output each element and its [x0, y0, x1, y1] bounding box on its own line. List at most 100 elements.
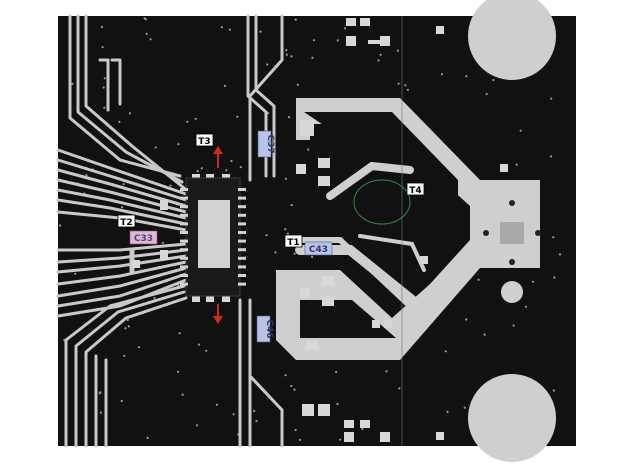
via-dot [463, 406, 466, 409]
tag-t3: T3 [195, 133, 214, 147]
via-dot [483, 333, 486, 336]
via-dot [186, 120, 189, 123]
via-dot [524, 305, 528, 308]
ic-pin [180, 196, 188, 200]
ic-pin [180, 274, 188, 277]
via-dot [440, 73, 443, 76]
via-dot [284, 374, 287, 377]
via-dot [178, 332, 181, 335]
cap-c33: C33 [129, 230, 158, 245]
via-dot [232, 413, 235, 416]
ic-pin [180, 222, 188, 226]
via-dot [266, 63, 269, 66]
via-dot [128, 112, 131, 115]
via-dot [126, 318, 129, 322]
via-dot [215, 403, 219, 406]
via-dot [397, 82, 400, 85]
via-dot [284, 177, 287, 180]
via-dot [552, 236, 555, 239]
tag-t1: T1 [284, 234, 303, 248]
via-dot [265, 234, 268, 237]
right-pad-group [483, 200, 541, 303]
ic-pin [238, 282, 246, 286]
via-dot [492, 78, 495, 82]
via-dot [274, 251, 277, 254]
via-dot [465, 75, 468, 78]
via-dot [137, 346, 140, 349]
via-dot [253, 409, 256, 413]
via-dot [85, 174, 88, 177]
via-dot [285, 49, 288, 52]
ic-pin [180, 213, 188, 217]
tag-t2-text: T2 [120, 218, 132, 228]
ic-pin [238, 274, 246, 277]
via-dot [290, 204, 293, 207]
via-dot [59, 224, 62, 227]
via-dot [343, 27, 347, 30]
cap-c46-text: C46 [264, 319, 274, 338]
via-dot [549, 155, 553, 158]
cap-c43-text: C43 [309, 245, 328, 255]
ic-pin [238, 231, 246, 234]
via-dot [339, 438, 342, 441]
via-dot [406, 88, 409, 91]
bottom-right-mounting-pad [468, 374, 556, 462]
ic-pin [238, 205, 246, 209]
via-dot [552, 389, 556, 392]
via-dot [286, 232, 289, 235]
via-dot [377, 59, 380, 62]
via-dot [515, 163, 518, 166]
via-dot [98, 392, 101, 395]
via-dot [294, 428, 297, 432]
ic-pin [238, 196, 246, 200]
via-dot [531, 280, 535, 283]
cap-c33-text: C33 [134, 234, 153, 244]
via-dot [336, 39, 339, 42]
via-dot [74, 272, 77, 275]
via-dot [290, 384, 293, 388]
via-dot [124, 327, 127, 330]
arrow-down-icon [213, 304, 223, 324]
via-dot [285, 53, 288, 56]
via-dot [307, 148, 310, 151]
cap-c37-text: C37 [265, 134, 275, 153]
t4-via-ring [353, 179, 411, 225]
via-dot [197, 343, 201, 346]
via-dot [293, 388, 296, 391]
arrow-up-icon [213, 146, 223, 168]
via-dot [196, 170, 199, 173]
ic-pin [180, 248, 188, 252]
via-dot [558, 253, 562, 256]
via-dot [294, 18, 297, 21]
cap-c37: C37 [257, 130, 275, 158]
via-dot [205, 349, 208, 352]
tag-t2: T2 [117, 214, 136, 228]
ic-pin [180, 256, 188, 260]
via-dot [99, 411, 102, 414]
via-dot [553, 276, 556, 279]
via-dot [239, 166, 242, 169]
ic-pin [238, 256, 246, 260]
ic-pin [180, 205, 188, 209]
via-dot [223, 84, 227, 87]
via-dot [103, 106, 106, 109]
via-dot [312, 39, 315, 42]
via-dot [259, 30, 262, 33]
ic-pin [238, 265, 246, 269]
via-dot [127, 325, 130, 328]
ic-pin [180, 231, 188, 234]
via-dot [196, 424, 199, 427]
via-dot [144, 18, 147, 21]
via-dot [311, 255, 314, 258]
cap-c46: C46 [256, 315, 274, 343]
via-dot [396, 49, 399, 52]
via-dot [230, 159, 233, 163]
via-dot [145, 32, 148, 36]
tag-t4-text: T4 [409, 186, 421, 196]
via-dot [169, 184, 172, 187]
via-dot [102, 86, 105, 89]
via-dot [298, 438, 302, 441]
via-dot [311, 56, 314, 59]
via-dot [296, 83, 299, 86]
